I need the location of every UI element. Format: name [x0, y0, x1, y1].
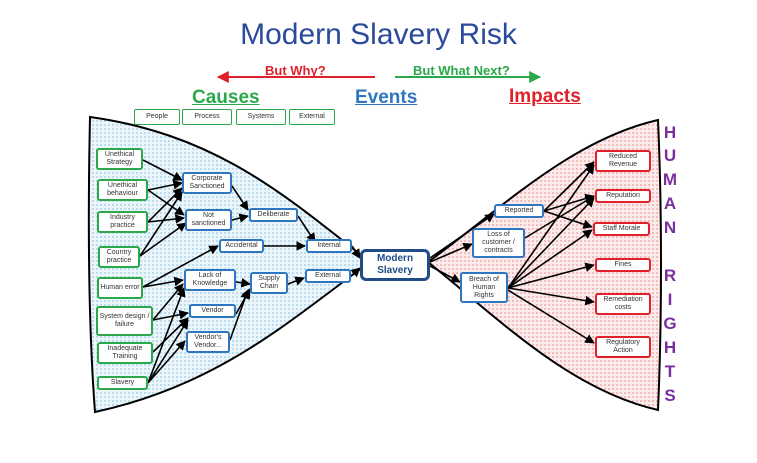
cause-inadequate-training: Inadequate Training: [97, 342, 153, 364]
cause-country-practice: Country practice: [98, 246, 140, 268]
causes-funnel: [87, 115, 372, 414]
tag-external: External: [289, 109, 335, 125]
human-rights-letter: S: [664, 386, 676, 405]
cause-industry-practice: Industry practice: [97, 211, 148, 233]
human-rights-letter: U: [663, 146, 677, 165]
page-title: Modern Slavery Risk: [240, 18, 517, 51]
node-accidental: Accidental: [219, 239, 264, 253]
node-vendors-vendor: Vendor's Vendor...: [186, 331, 230, 353]
human-rights-letter: I: [667, 290, 673, 309]
human-rights-letter: H: [663, 123, 677, 142]
node-internal: Internal: [306, 239, 352, 253]
node-not-sanctioned: Not sanctioned: [185, 209, 232, 231]
human-rights-letter: N: [663, 218, 677, 237]
causes-heading: Causes: [192, 87, 260, 108]
impact-staff-morale: Staff Morale: [593, 222, 650, 236]
node-supply-chain: Supply Chain: [250, 272, 288, 294]
node-vendor: Vendor: [189, 304, 236, 318]
event-breach-of-human-rights: Breach of Human Rights: [460, 272, 508, 303]
events-heading: Events: [355, 87, 418, 108]
human-rights-letter: A: [663, 194, 677, 213]
but-what-next-label: But What Next?: [413, 63, 510, 78]
cause-slavery: Slavery: [97, 376, 148, 390]
node-external: External: [305, 269, 351, 283]
impact-regulatory-action: Regulatory Action: [595, 336, 651, 358]
human-rights-letter: R: [663, 266, 677, 285]
center-modern-slavery: Modern Slavery: [360, 249, 430, 281]
cause-unethical-strategy: Unethical Strategy: [96, 148, 143, 170]
event-loss-of-customer-contracts: Loss of customer / contracts: [472, 228, 525, 258]
node-deliberate: Deliberate: [249, 208, 298, 222]
node-corporate-sanctioned: Corporate Sanctioned: [182, 172, 232, 194]
cause-unethical-behaviour: Unethical behaviour: [97, 179, 148, 201]
human-rights-letter: G: [663, 314, 677, 333]
impact-reduced-revenue: Reduced Revenue: [595, 150, 651, 172]
impact-reputation: Reputation: [595, 189, 651, 203]
tag-systems: Systems: [236, 109, 286, 125]
but-why-label: But Why?: [265, 63, 326, 78]
impact-fines: Fines: [595, 258, 651, 272]
impacts-heading: Impacts: [509, 86, 581, 107]
tag-process: Process: [182, 109, 232, 125]
human-rights-letter: H: [663, 338, 677, 357]
human-rights-letter: T: [664, 362, 676, 381]
cause-system-design-failure: System design / failure: [96, 306, 153, 336]
human-rights-letter: M: [662, 170, 678, 189]
event-reported: Reported: [494, 204, 544, 218]
impact-remediation-costs: Remediation costs: [595, 293, 651, 315]
tag-people: People: [134, 109, 180, 125]
node-lack-of-knowledge: Lack of Knowledge: [184, 269, 236, 291]
cause-human-error: Human error: [97, 277, 143, 299]
